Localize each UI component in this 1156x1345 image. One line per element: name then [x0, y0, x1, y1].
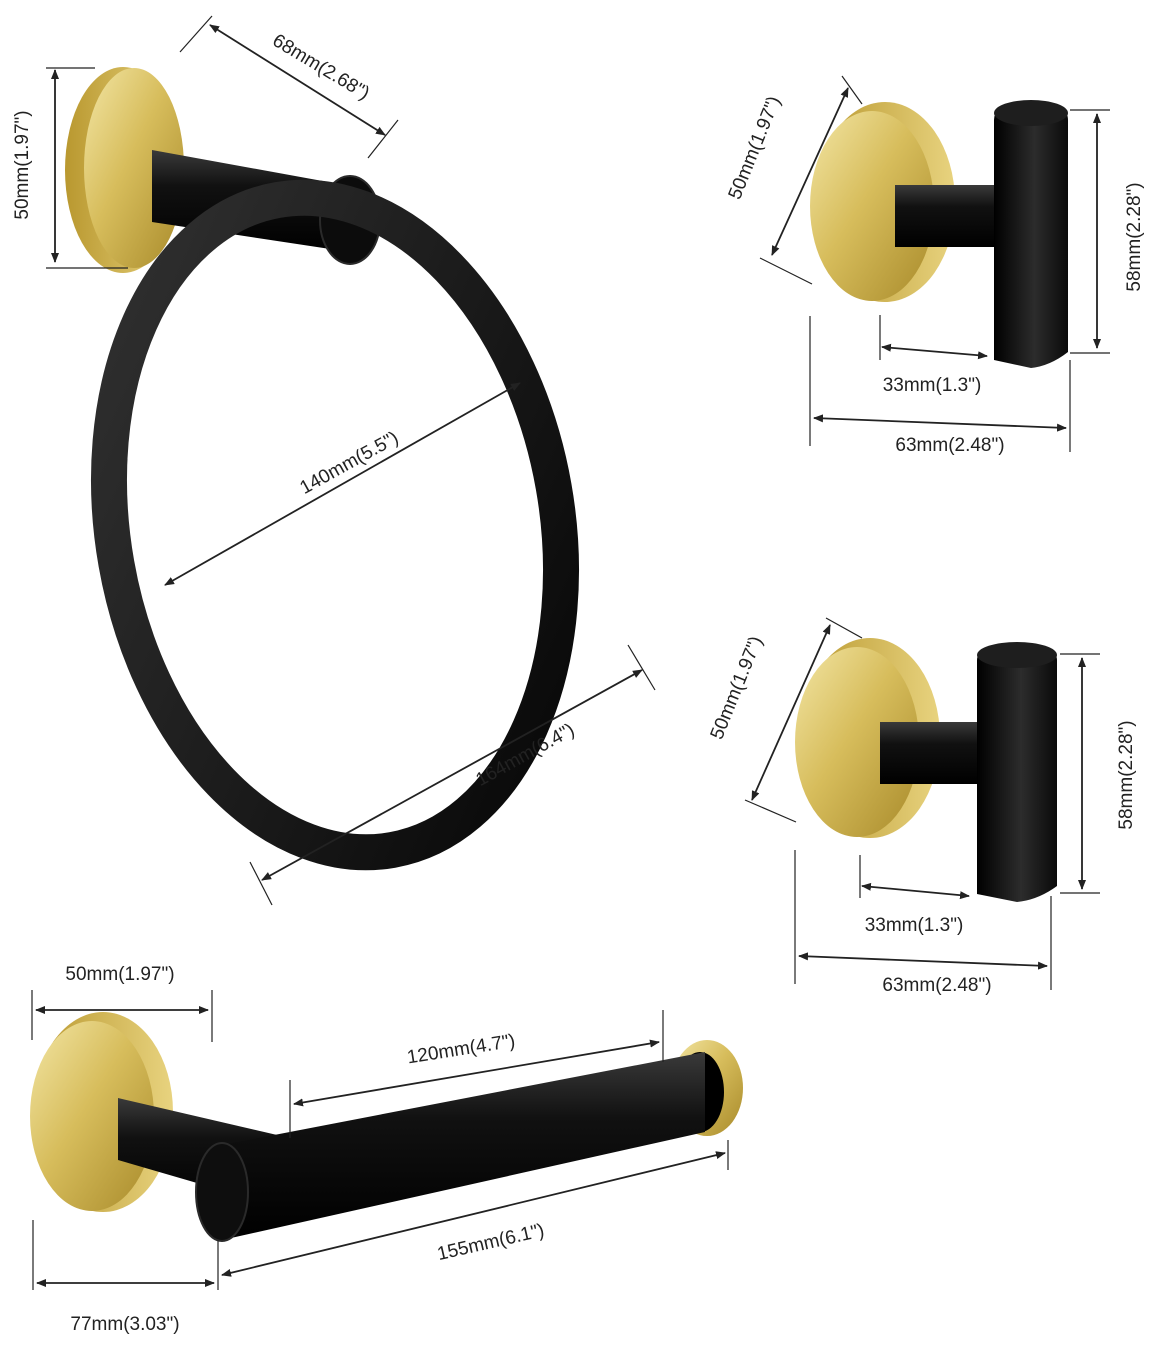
robe-hook-bottom-arm-label: 33mm(1.3"): [865, 915, 964, 936]
robe-hook-top-post-cap: [994, 100, 1068, 126]
robe-hook-bottom-post: [977, 645, 1057, 902]
towel-ring-projection-label: 68mm(2.68"): [269, 30, 373, 104]
robe-hook-top-arm: [895, 185, 1005, 247]
towel-ring-base-diameter-label: 50mm(1.97"): [12, 110, 33, 219]
robe-hook-bottom-base-dim-line: [751, 624, 831, 801]
robe-hook-top-base-diameter-label: 50mm(1.97"): [725, 93, 785, 202]
paper-holder-bar-end: [195, 1142, 249, 1242]
paper-holder-base-diameter-label: 50mm(1.97"): [65, 964, 174, 985]
paper-holder-bar-dim-line: [293, 1039, 660, 1107]
robe-hook-top-height-label: 58mm(2.28"): [1124, 182, 1145, 291]
towel-ring-inner-diameter-label: 140mm(5.5"): [297, 428, 403, 499]
paper-holder-overall-length-label: 155mm(6.1"): [435, 1220, 546, 1265]
robe-hook-bottom-arm: [880, 722, 988, 784]
paper-holder-bar-length-label: 120mm(4.7"): [406, 1031, 517, 1069]
robe-hook-bottom-height-label: 58mm(2.28"): [1116, 720, 1137, 829]
robe-hook-top-post: [994, 102, 1068, 368]
robe-hook-top: 50mm(1.97") 58mm(2.28") 33mm(1.3") 63mm(…: [725, 75, 1145, 456]
robe-hook-top-arm-label: 33mm(1.3"): [883, 375, 982, 396]
robe-hook-top-ext-b: [759, 257, 813, 285]
towel-ring-ext-proj-a: [179, 15, 213, 53]
paper-holder-projection-label: 77mm(3.03"): [70, 1314, 179, 1335]
towel-ring-ext-height-b: [249, 861, 273, 906]
towel-ring-height-dim-line: [261, 669, 643, 881]
toilet-paper-holder: 50mm(1.97") 120mm(4.7") 155mm(6.1") 77mm…: [30, 964, 743, 1335]
towel-ring-diameter-dim-line: [164, 382, 521, 586]
robe-hook-top-ext-a: [841, 75, 863, 105]
robe-hook-top-depth-label: 63mm(2.48"): [895, 435, 1004, 456]
towel-ring: 50mm(1.97") 68mm(2.68") 140mm(5.5") 164m…: [12, 15, 656, 906]
robe-hook-bottom-depth-dim-line: [798, 952, 1048, 970]
robe-hook-bottom-depth-label: 63mm(2.48"): [882, 975, 991, 996]
robe-hook-top-arm-dim-line: [881, 343, 988, 360]
towel-ring-ext-height-a: [627, 644, 656, 691]
paper-holder-bar: [222, 1052, 705, 1240]
robe-hook-top-base-dim-line: [771, 87, 849, 256]
robe-hook-bottom-post-cap: [977, 642, 1057, 668]
towel-ring-loop: [90, 179, 580, 871]
robe-hook-bottom-ext-a: [825, 617, 863, 639]
towel-ring-projection-dim-line: [209, 24, 386, 136]
towel-ring-ext-proj-b: [367, 119, 399, 159]
robe-hook-bottom-arm-dim-line: [861, 882, 970, 900]
robe-hook-top-depth-dim-line: [813, 414, 1067, 432]
robe-hook-bottom-base-diameter-label: 50mm(1.97"): [707, 633, 767, 742]
paper-holder-length-dim-line: [221, 1151, 726, 1277]
robe-hook-bottom-ext-b: [744, 799, 797, 823]
robe-hook-bottom: 50mm(1.97") 58mm(2.28") 33mm(1.3") 63mm(…: [707, 617, 1137, 996]
